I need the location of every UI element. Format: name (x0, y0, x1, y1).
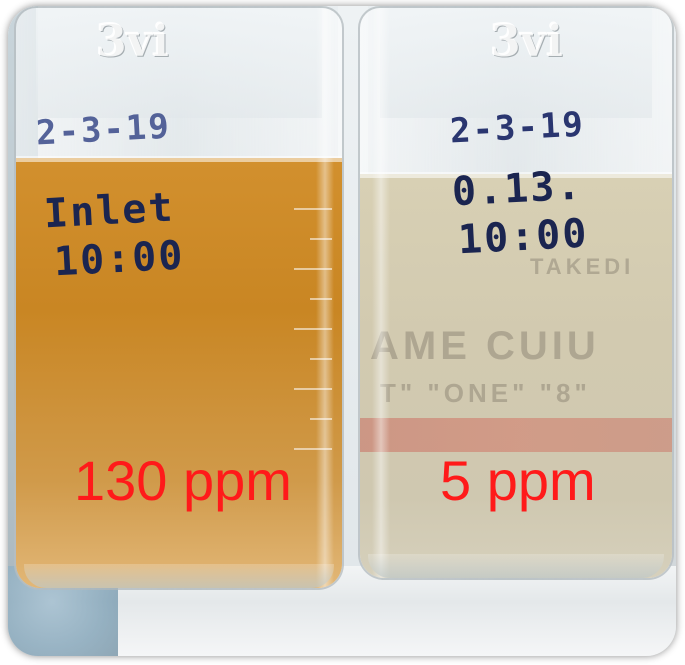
concentration-label: 5 ppm (440, 449, 596, 512)
graduation-marks (292, 198, 332, 488)
jar-base (24, 564, 334, 588)
background-print-line: AME CUIU (370, 324, 600, 368)
glass-reflection (316, 8, 334, 588)
photo-frame: 3vi 2-3-19 Inlet 10:00 130 ppm 3vi TAKED… (8, 6, 676, 656)
handwritten-time: 10:00 (456, 210, 590, 264)
background-print-line: T" "ONE" "8" (380, 378, 591, 408)
concentration-label: 130 ppm (74, 449, 292, 512)
jar-neck (380, 8, 652, 118)
handwritten-date: 2-3-19 (35, 106, 172, 154)
sample-jar-inlet: 3vi 2-3-19 Inlet 10:00 130 ppm (14, 6, 344, 590)
handwritten-date: 2-3-19 (449, 104, 586, 152)
background-print-line: TAKEDI (530, 254, 635, 279)
jar-neck (36, 8, 322, 118)
amber-liquid (16, 158, 342, 588)
handwritten-label: Inlet (42, 184, 176, 238)
handwritten-label: 0.13. (450, 162, 584, 216)
background-red-band (360, 418, 672, 452)
liquid-surface (16, 156, 342, 162)
jar-emboss-logo: 3vi (96, 16, 169, 67)
glass-reflection (372, 8, 390, 578)
sample-jar-treated: 3vi TAKEDI AME CUIU T" "ONE" "8" 2-3-19 … (358, 6, 674, 580)
clear-liquid (360, 174, 672, 578)
liquid-surface (360, 172, 672, 178)
jar-base (368, 554, 664, 578)
jar-emboss-logo: 3vi (490, 16, 563, 67)
handwritten-time: 10:00 (52, 232, 186, 286)
